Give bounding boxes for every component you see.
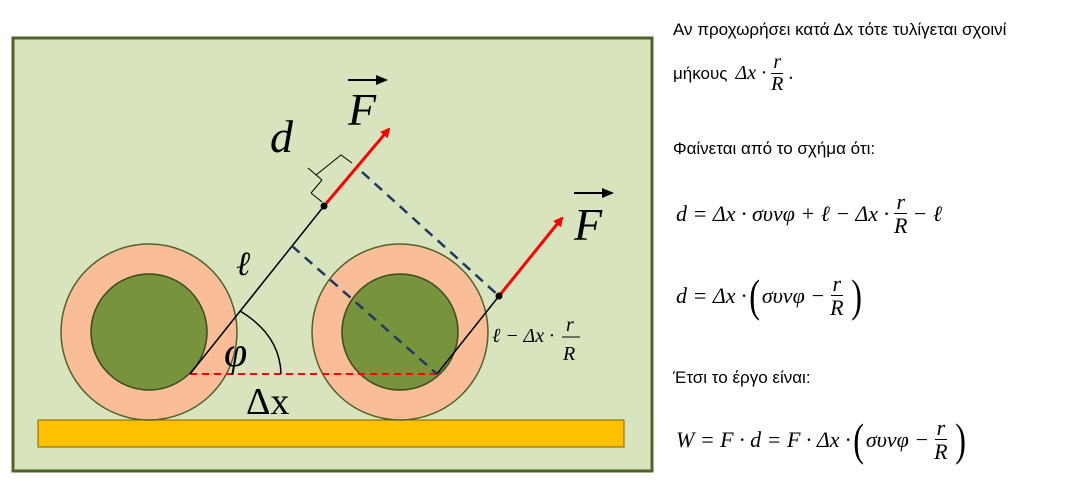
eq2-fraction: r R: [828, 272, 845, 319]
eq2-left-paren: (: [748, 269, 760, 321]
eq1-tail: − ℓ: [912, 200, 943, 226]
d-bracket: [307, 154, 353, 203]
eq3-lead: W = F · d = F · Δx ·: [676, 426, 851, 452]
wheel-2-inner: [341, 273, 459, 391]
eq2-inner: συνφ −: [761, 282, 826, 308]
eq1-lead: d = Δx · συνφ + ℓ − Δx ·: [676, 200, 890, 226]
physics-diagram: F F d ℓ φ Δx ℓ − Δx · r R: [11, 36, 654, 473]
force-label-1: F: [347, 84, 377, 135]
projection-dash-2: [361, 171, 500, 297]
eq1-fraction: r R: [892, 190, 909, 237]
text-line-1: Αν προχωρήσει κατά Δx τότε τυλίγεται σχο…: [673, 20, 1007, 39]
text-line-3: Φαίνεται από το σχήμα ότι:: [673, 139, 876, 158]
eq2-lead: d = Δx ·: [676, 282, 747, 308]
eq1-num: r: [894, 189, 908, 215]
force-arrow-1: [322, 127, 391, 207]
rope-expr-lead: ℓ − Δx ·: [492, 325, 554, 347]
rope-1: [189, 205, 325, 375]
rope-expr-num: r: [566, 314, 574, 336]
application-point-1: [320, 202, 328, 210]
delta-x-label: Δx: [246, 381, 289, 423]
length-fraction: r R: [769, 52, 785, 95]
equation-1: d = Δx · συνφ + ℓ − Δx · r R − ℓ: [676, 190, 942, 237]
length-lead: Δx ·: [735, 62, 767, 84]
d-label: d: [270, 111, 294, 162]
projection-dash-1: [291, 245, 438, 375]
angle-arc: [239, 310, 282, 375]
length-tail: .: [788, 62, 794, 84]
eq2-den: R: [830, 295, 844, 321]
length-prefix: μήκους: [673, 63, 728, 83]
eq2-right-paren: ): [850, 269, 862, 321]
text-line-4: Έτσι το έργο είναι:: [673, 368, 811, 387]
equation-2: d = Δx · ( συνφ − r R ): [676, 272, 864, 319]
rope-expr-den: R: [562, 343, 575, 365]
phi-label: φ: [224, 330, 247, 376]
force-arrow-2: [497, 216, 564, 297]
wheel-1-inner: [90, 273, 208, 391]
eq3-right-paren: ): [954, 413, 966, 465]
length-line: μήκους Δx · r R .: [673, 52, 793, 95]
ell-label: ℓ: [236, 246, 250, 283]
ground-strip: [37, 419, 625, 448]
force-label-2: F: [573, 199, 603, 250]
rope-2: [436, 295, 500, 375]
eq3-den: R: [934, 439, 948, 465]
application-point-2: [495, 292, 503, 300]
eq3-inner: συνφ −: [865, 426, 930, 452]
eq3-num: r: [934, 415, 948, 441]
length-num: r: [771, 51, 784, 74]
eq3-fraction: r R: [932, 416, 949, 463]
eq1-den: R: [894, 213, 908, 239]
equation-3: W = F · d = F · Δx · ( συνφ − r R ): [676, 416, 968, 463]
eq3-left-paren: (: [852, 413, 864, 465]
length-den: R: [771, 73, 784, 95]
eq2-num: r: [830, 271, 844, 297]
